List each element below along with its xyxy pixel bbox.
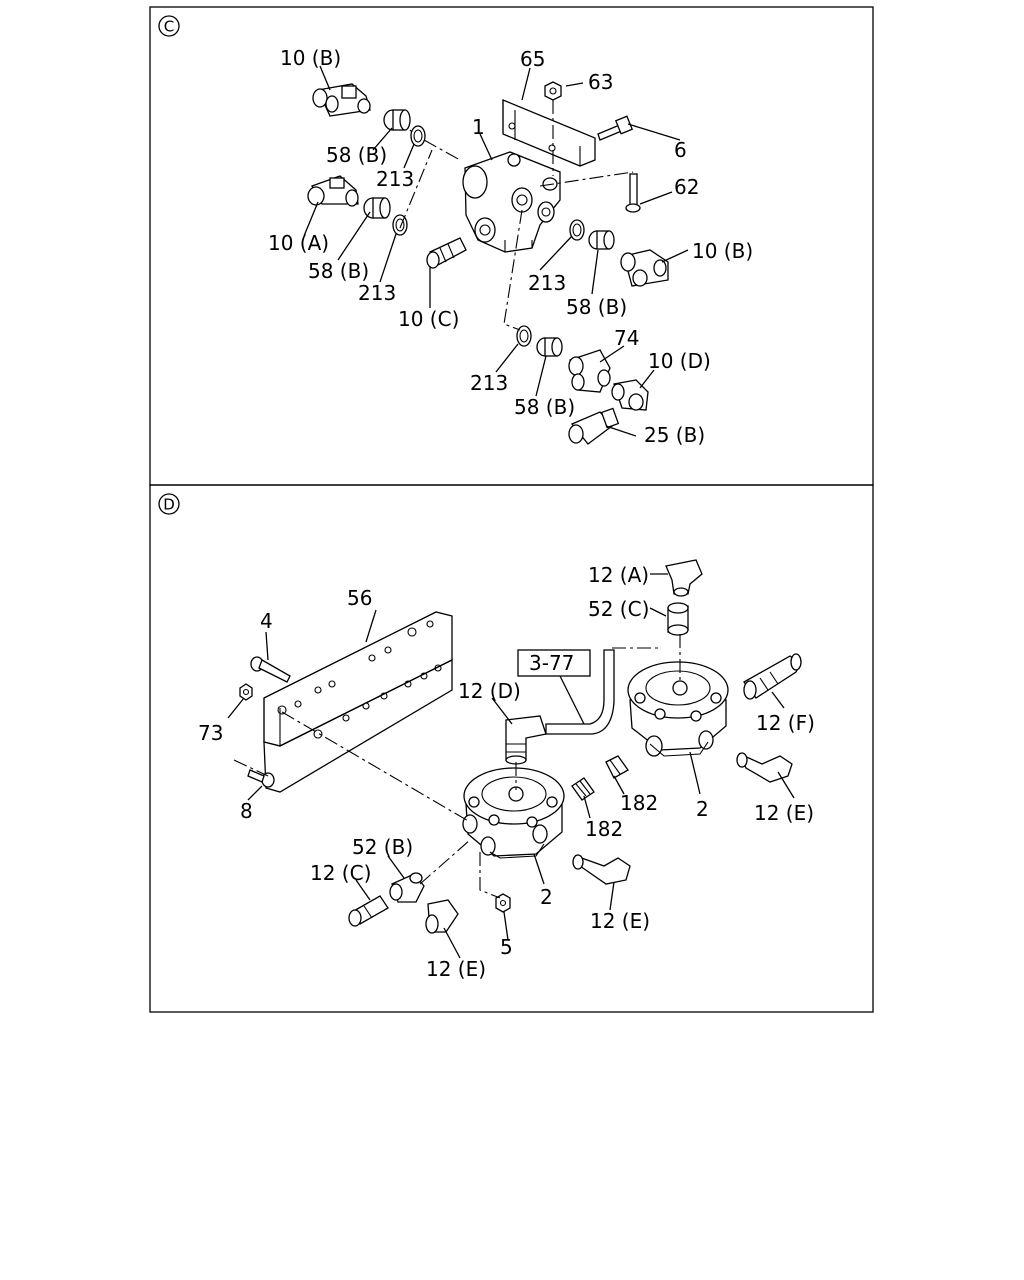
fitting-12e-middle	[572, 854, 631, 885]
label-10b-right: 10 (B)	[692, 239, 753, 263]
label-73: 73	[198, 721, 223, 745]
label-58b-right: 58 (B)	[566, 295, 627, 319]
tee-74	[568, 349, 611, 393]
label-10d: 10 (D)	[648, 349, 711, 373]
label-12e-right: 12 (E)	[754, 801, 814, 825]
fitting-10b-right	[620, 249, 669, 287]
label-213-upper: 213	[376, 167, 414, 191]
label-12e-left: 12 (E)	[426, 957, 486, 981]
plug-182-left	[571, 777, 595, 801]
label-5: 5	[500, 935, 513, 959]
fitting-12c	[348, 895, 389, 927]
fitting-10b-top	[312, 83, 371, 117]
bolt-4	[250, 656, 291, 683]
bracket-65	[502, 99, 596, 167]
section-d-marker-circle	[158, 493, 180, 515]
bracket-56	[263, 611, 453, 793]
ring-213-right	[569, 219, 585, 241]
label-56: 56	[347, 586, 372, 610]
label-25b: 25 (B)	[644, 423, 705, 447]
fitting-12f	[743, 653, 802, 700]
section-d-marker: D	[163, 496, 175, 514]
section-c-marker: C	[164, 18, 174, 36]
label-6: 6	[674, 138, 687, 162]
fitting-52b	[389, 872, 425, 903]
label-213-bottom: 213	[470, 371, 508, 395]
label-3-77: 3-77	[529, 651, 574, 675]
label-63: 63	[588, 70, 613, 94]
label-74: 74	[614, 326, 639, 350]
bolt-8	[247, 769, 275, 788]
section-d-frame	[149, 484, 874, 1013]
plug-58b-right	[588, 230, 615, 250]
label-10a: 10 (A)	[268, 231, 329, 255]
fitting-25b	[568, 407, 620, 445]
label-12f: 12 (F)	[756, 711, 815, 735]
label-58b-bottom: 58 (B)	[514, 395, 575, 419]
label-2-lower: 2	[540, 885, 553, 909]
reference-box-3-77	[517, 649, 591, 677]
label-52b: 52 (B)	[352, 835, 413, 859]
label-58b-upper: 58 (B)	[326, 143, 387, 167]
fitting-10a	[307, 175, 359, 207]
plug-58b-bottom	[536, 337, 563, 357]
label-2-upper: 2	[696, 797, 709, 821]
valve-1	[462, 151, 561, 253]
fitting-12e-right	[736, 752, 793, 783]
label-12c: 12 (C)	[310, 861, 371, 885]
label-10b-top: 10 (B)	[280, 46, 341, 70]
fitting-10d	[611, 379, 649, 411]
plug-58b-mid	[363, 197, 391, 219]
label-58b-mid: 58 (B)	[308, 259, 369, 283]
nut-5	[495, 893, 511, 913]
ring-213-mid	[392, 214, 408, 236]
valve-2-lower	[462, 767, 565, 859]
plug-58b-upper	[383, 109, 411, 131]
label-1: 1	[472, 115, 485, 139]
fitting-12e-left	[425, 899, 459, 934]
section-c-marker-circle	[158, 15, 180, 37]
label-213-right: 213	[528, 271, 566, 295]
plug-182-right	[605, 755, 629, 779]
ring-213-upper	[410, 125, 426, 147]
fitting-12d	[505, 715, 547, 765]
label-182-right: 182	[620, 791, 658, 815]
hose-3-77	[545, 649, 615, 735]
label-65: 65	[520, 47, 545, 71]
nut-63	[544, 81, 562, 101]
fitting-52c	[667, 602, 689, 636]
label-12e-middle: 12 (E)	[590, 909, 650, 933]
label-12a: 12 (A)	[588, 563, 649, 587]
label-62: 62	[674, 175, 699, 199]
label-8: 8	[240, 799, 253, 823]
nut-73	[239, 683, 253, 701]
fitting-10c	[426, 237, 467, 269]
label-213-mid: 213	[358, 281, 396, 305]
section-c-drawing	[303, 65, 689, 445]
section-d-drawing	[227, 559, 802, 959]
label-12d: 12 (D)	[458, 679, 521, 703]
bolt-62	[625, 173, 641, 213]
label-4: 4	[260, 609, 273, 633]
label-10c: 10 (C)	[398, 307, 459, 331]
ring-213-bottom	[516, 325, 532, 347]
valve-2-upper	[627, 661, 729, 757]
label-52c: 52 (C)	[588, 597, 649, 621]
bolt-6	[597, 115, 634, 141]
label-182-left: 182	[585, 817, 623, 841]
fitting-12a	[665, 559, 703, 597]
